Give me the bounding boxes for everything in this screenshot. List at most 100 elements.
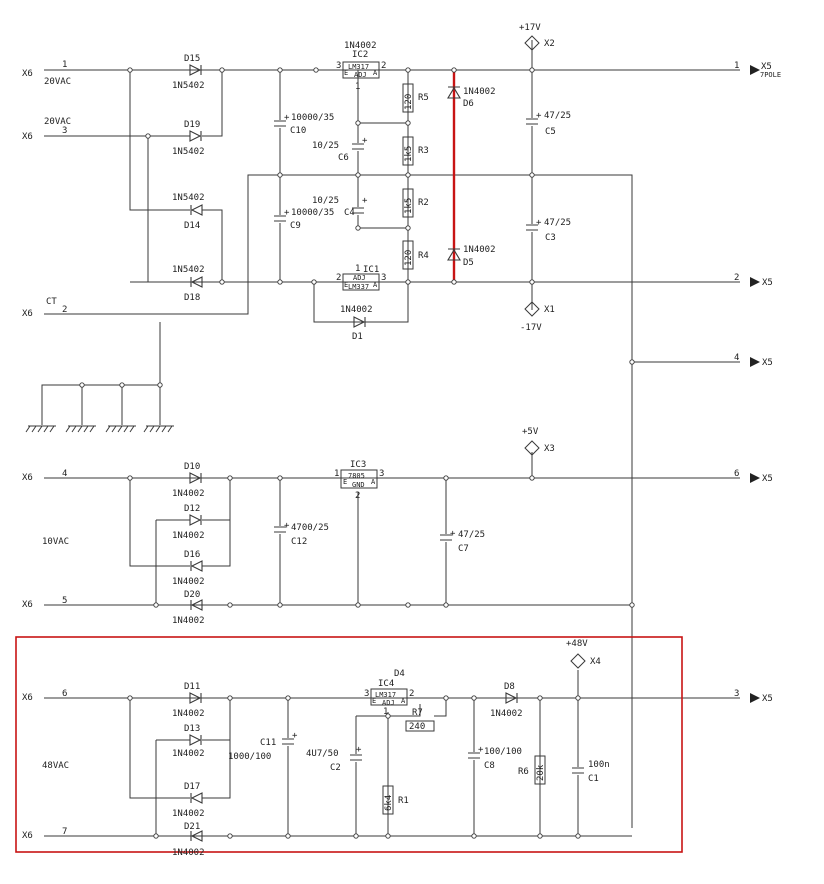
- ic3-ref: IC3: [350, 460, 366, 470]
- resistor-icon: [402, 188, 414, 218]
- capacitor-icon: [270, 120, 290, 128]
- capacitor-icon: [348, 143, 368, 151]
- regulator-ic4: [370, 688, 408, 706]
- diode-icon: [190, 204, 203, 216]
- c9-plus: +: [284, 208, 290, 218]
- c4-plus: +: [362, 196, 368, 206]
- d15-value: 1N5402: [172, 81, 205, 91]
- ic3-gnd: GND: [352, 481, 365, 489]
- d13-ref: D13: [184, 724, 200, 734]
- c11-ref: C11: [260, 738, 276, 748]
- diode-icon: [353, 316, 366, 328]
- x6-5-pin: 5: [62, 596, 67, 606]
- d12-value: 1N4002: [172, 531, 205, 541]
- x5-6-pin: 6: [734, 469, 739, 479]
- x6-2-pin: 2: [62, 305, 67, 315]
- resistor-icon: [402, 83, 414, 113]
- x6-2-ref: X6: [22, 309, 33, 319]
- ic1-pin-out: 2: [336, 273, 341, 283]
- r3-value: 1k5: [404, 146, 414, 162]
- r4-ref: R4: [418, 251, 429, 261]
- tp-x4-ref: X4: [590, 657, 601, 667]
- c8-plus: +: [478, 745, 484, 755]
- tp-x3-voltage: +5V: [522, 427, 539, 437]
- ic4-pin-adj: 1: [383, 707, 388, 717]
- tp-x4-voltage: +48V: [566, 639, 588, 649]
- d5-ref: D5: [463, 258, 474, 268]
- c5-value: 47/25: [544, 111, 571, 121]
- regulator-ic2: [342, 61, 380, 79]
- x5-1-pin: 1: [734, 61, 739, 71]
- d12-ref: D12: [184, 504, 200, 514]
- test-points: [524, 35, 586, 669]
- regulator-ic3: [340, 469, 378, 489]
- c10-ref: C10: [290, 126, 306, 136]
- ground-symbols: [25, 425, 174, 433]
- x6-3-net: 20VAC: [44, 117, 71, 127]
- r6-ref: R6: [518, 767, 529, 777]
- resistor-symbols: [382, 83, 546, 815]
- c4-ref: C4: [344, 208, 355, 218]
- d8-ref: D8: [504, 682, 515, 692]
- d6-diode-icon: [447, 86, 461, 99]
- regulator-symbols: [340, 61, 408, 706]
- ic2-e: E: [344, 69, 348, 77]
- capacitor-icon: [270, 526, 290, 534]
- ground-icon: [105, 425, 136, 433]
- c1-value: 100n: [588, 760, 610, 770]
- ic2-top-value: 1N4002: [344, 41, 377, 51]
- ic4-e: E: [372, 697, 376, 705]
- diode-icon: [189, 472, 202, 484]
- tp-x1-voltage: -17V: [520, 323, 542, 333]
- x6-6-ref: X6: [22, 693, 33, 703]
- capacitor-icon: [522, 118, 542, 126]
- d19-ref: D19: [184, 120, 200, 130]
- ic3-part: 7805: [348, 472, 365, 480]
- diode-icon: [190, 599, 203, 611]
- ic2-pin-adj: 1: [355, 82, 360, 92]
- c4-value: 10/25: [312, 196, 339, 206]
- diode-icon: [189, 692, 202, 704]
- d11-ref: D11: [184, 682, 200, 692]
- wires: [41, 40, 740, 837]
- d6-value: 1N4002: [463, 87, 496, 97]
- ic2-pin-out: 2: [381, 61, 386, 71]
- ic3-a: A: [371, 478, 376, 486]
- d11-value: 1N4002: [172, 709, 205, 719]
- c11-plus: +: [292, 731, 298, 741]
- diode-icon: [189, 514, 202, 526]
- d20-ref: D20: [184, 590, 200, 600]
- c8-value: 100/100: [484, 747, 522, 757]
- capacitor-icon: [464, 752, 484, 760]
- r2-ref: R2: [418, 198, 429, 208]
- x6-1-net: 20VAC: [44, 77, 71, 87]
- c1-ref: C1: [588, 774, 599, 784]
- ic1-a: A: [373, 281, 378, 289]
- d19-value: 1N5402: [172, 147, 205, 157]
- x6-3-pin: 3: [62, 126, 67, 136]
- d15-ref: D15: [184, 54, 200, 64]
- d10-value: 1N4002: [172, 489, 205, 499]
- d5-value: 1N4002: [463, 245, 496, 255]
- connector-arrow-icon: [750, 277, 760, 287]
- x5-4-pin: 4: [734, 353, 739, 363]
- connector-arrow-icon: [750, 357, 760, 367]
- d1-value: 1N4002: [340, 305, 373, 315]
- test-point-icon: [524, 35, 540, 51]
- d16-ref: D16: [184, 550, 200, 560]
- c7-ref: C7: [458, 544, 469, 554]
- test-point-icon: [524, 301, 540, 317]
- ic4-part: LM317: [375, 691, 396, 699]
- x6-1-pin: 1: [62, 60, 67, 70]
- ground-icon: [25, 425, 56, 433]
- x5-2-pin: 2: [734, 273, 739, 283]
- connector-arrow-icon: [750, 693, 760, 703]
- d14-ref: D14: [184, 221, 200, 231]
- capacitor-icon: [270, 215, 290, 223]
- diode-icon: [505, 692, 518, 704]
- c3-ref: C3: [545, 233, 556, 243]
- ic4-pin-in: 3: [364, 689, 369, 699]
- test-point-icon: [570, 653, 586, 669]
- c6-ref: C6: [338, 153, 349, 163]
- c6-plus: +: [362, 136, 368, 146]
